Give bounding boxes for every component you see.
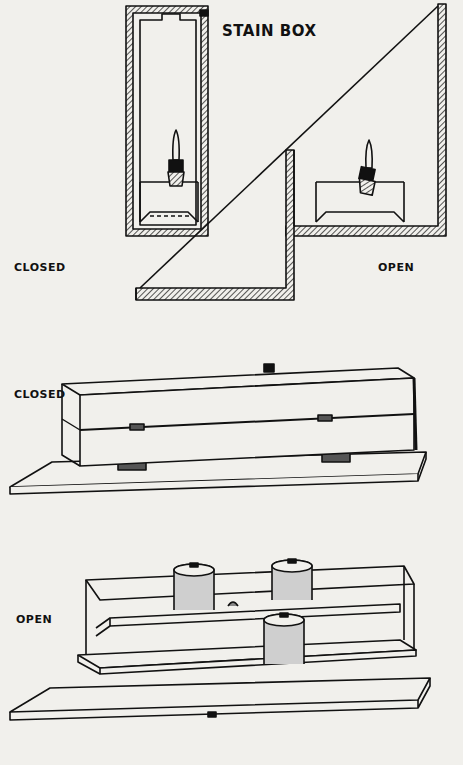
stain-line	[150, 215, 190, 217]
view-label: CLOSED	[14, 388, 66, 401]
catch	[200, 10, 208, 16]
view-label: CLOSED	[14, 261, 66, 274]
view-label: OPEN	[378, 261, 414, 274]
inner-lid-outline	[140, 14, 196, 225]
tray-bottom	[140, 212, 198, 222]
closed-perspective	[10, 364, 426, 494]
figure-title: STAIN BOX	[222, 22, 317, 40]
open-lid-walls	[136, 150, 294, 300]
lid-diagonal	[140, 6, 438, 288]
stain-tray	[140, 182, 198, 222]
view-label: OPEN	[16, 613, 52, 626]
brush	[168, 130, 184, 186]
brush	[357, 140, 376, 195]
closed-box-walls	[126, 6, 208, 236]
open-perspective	[10, 559, 430, 720]
